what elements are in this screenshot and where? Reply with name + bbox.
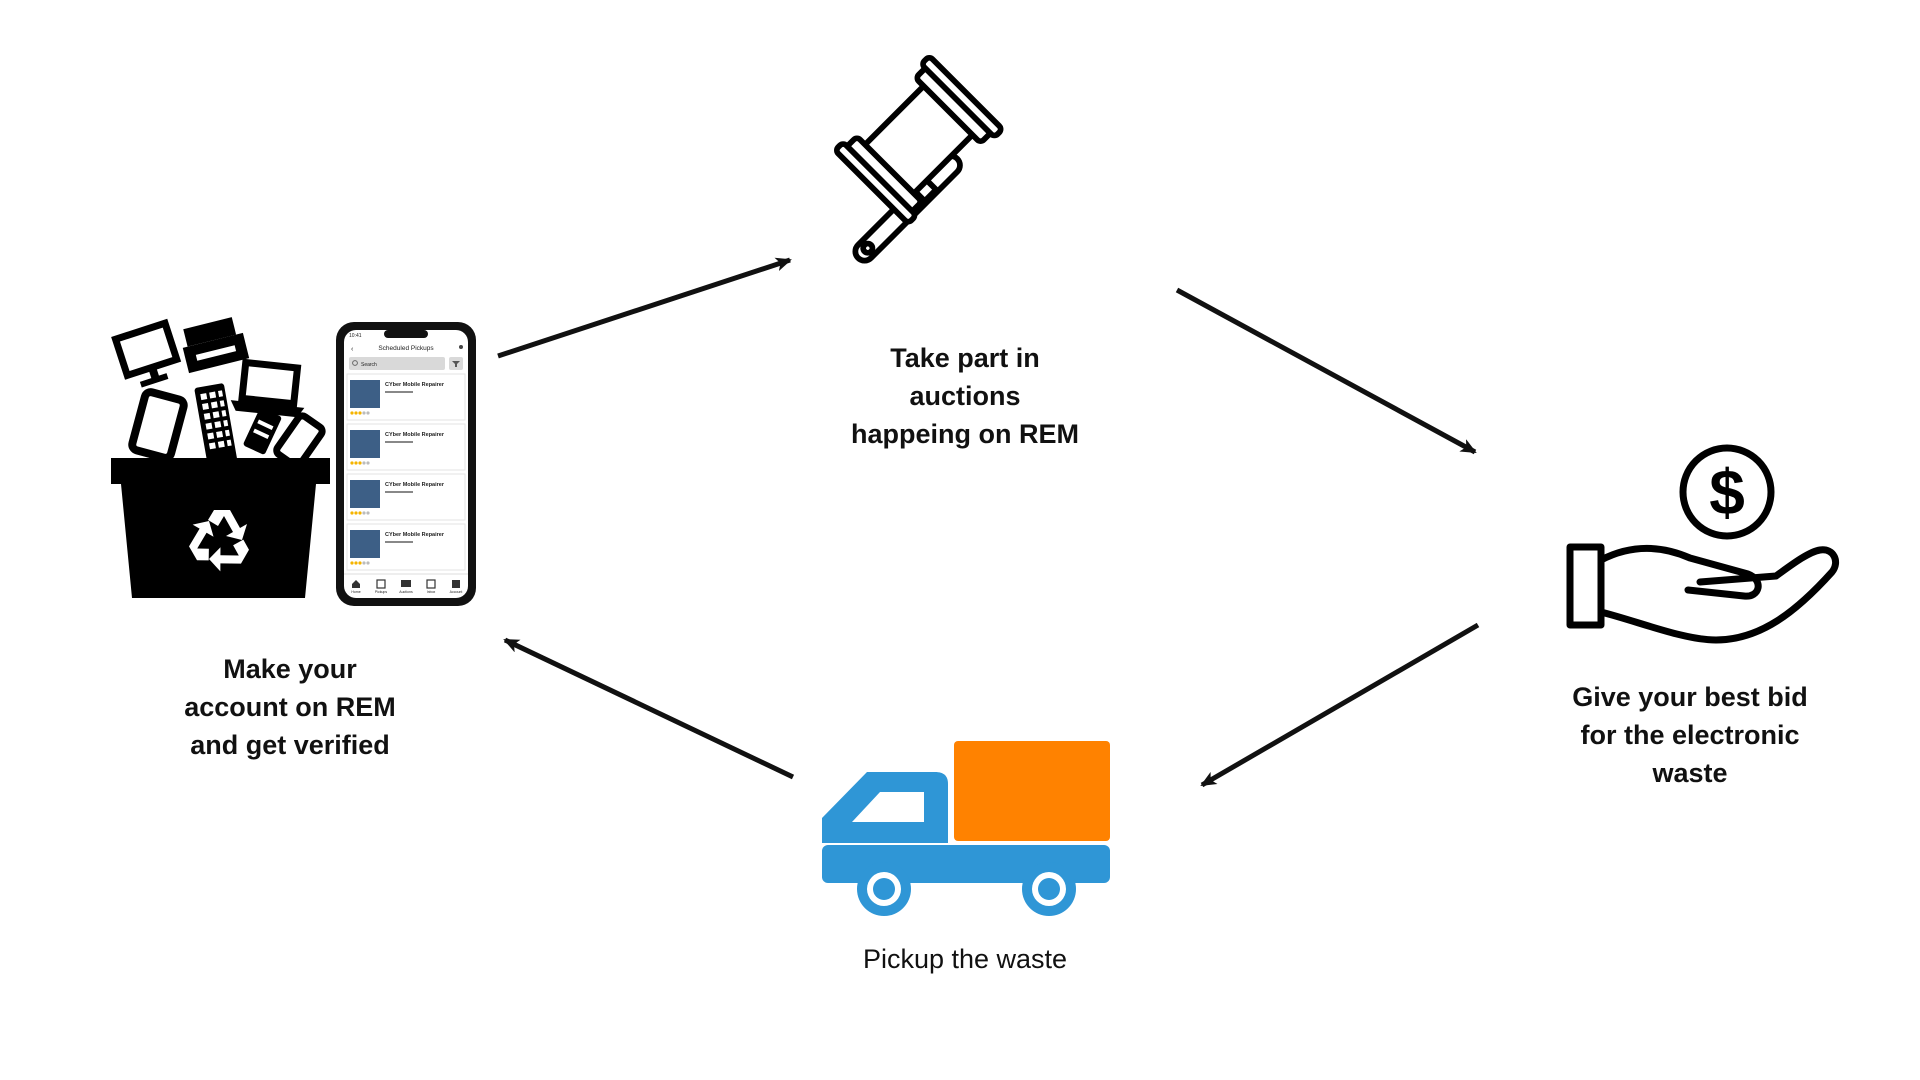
nav-label: Home — [351, 590, 360, 594]
dollar-sign-icon: $ — [1709, 456, 1745, 528]
auction-gavel-icon — [834, 55, 1004, 264]
nav-label: Account — [450, 590, 463, 594]
filter-icon — [452, 361, 460, 367]
inbox-icon — [426, 579, 436, 589]
back-arrow-icon[interactable]: ‹ — [351, 346, 354, 353]
status-time: 10:41 — [349, 333, 362, 339]
shop-thumbnail — [350, 430, 380, 458]
step-bid-label: Give your best bid for the electronic wa… — [1572, 682, 1808, 788]
rating-stars-icon — [350, 511, 370, 515]
list-item[interactable]: CYber Mobile Repairer — [346, 423, 466, 471]
arrow-bid-to-pickup — [1200, 622, 1480, 788]
list-item[interactable]: CYber Mobile Repairer — [346, 523, 466, 571]
address-line — [385, 541, 413, 543]
smartphone-app-icon: 10:41 ‹ Scheduled Pickups Search CYber M… — [336, 322, 476, 606]
step-pickup-label: Pickup the waste — [862, 944, 1068, 974]
arrow-auction-to-bid — [1175, 287, 1477, 455]
nav-label: Auctions — [399, 590, 413, 594]
rating-stars-icon — [350, 561, 370, 565]
recycle-symbol-icon — [186, 506, 254, 574]
rating-stars-icon — [350, 411, 370, 415]
step-register-label: Make your account on REM and get verifie… — [184, 654, 396, 760]
list-item[interactable]: CYber Mobile Repairer — [346, 373, 466, 421]
cycle-arrows — [497, 257, 1480, 788]
nav-label: Inbox — [427, 590, 436, 594]
rating-stars-icon — [350, 461, 370, 465]
home-icon — [352, 580, 360, 588]
ewaste-devices — [111, 317, 326, 470]
truck-cargo-box — [954, 741, 1110, 841]
ewaste-recycle-bin-icon — [111, 317, 330, 598]
auctions-icon — [401, 580, 411, 587]
phone-notch — [384, 330, 428, 338]
step-auction-label: Take part in auctions happeing on REM — [851, 343, 1079, 449]
account-icon — [452, 580, 460, 588]
phone-bottom-nav: Home Pickups Auctions Inbox Account — [344, 573, 468, 594]
pickup-list: CYber Mobile Repairer CYber Mobile Repai… — [346, 373, 466, 571]
shop-thumbnail — [350, 380, 380, 408]
location-pin-icon[interactable] — [459, 345, 463, 349]
address-line — [385, 441, 413, 443]
phone-screen-title: Scheduled Pickups — [378, 345, 434, 352]
pickups-icon — [376, 579, 386, 589]
shop-thumbnail — [350, 530, 380, 558]
list-item-title: CYber Mobile Repairer — [385, 382, 445, 388]
list-item[interactable]: CYber Mobile Repairer — [346, 473, 466, 521]
nav-item-auctions[interactable]: Auctions — [399, 580, 413, 594]
arrow-pickup-to-register — [503, 637, 795, 780]
address-line — [385, 391, 413, 393]
phone-search-input[interactable] — [349, 357, 445, 370]
hand-holding-dollar-icon: $ — [1566, 444, 1839, 644]
arrow-register-to-auction — [497, 257, 792, 359]
list-item-title: CYber Mobile Repairer — [385, 432, 445, 438]
nav-item-pickups[interactable]: Pickups — [375, 579, 388, 594]
address-line — [385, 491, 413, 493]
nav-item-inbox[interactable]: Inbox — [426, 579, 436, 594]
nav-item-account[interactable]: Account — [450, 580, 463, 594]
list-item-title: CYber Mobile Repairer — [385, 482, 445, 488]
truck-window — [852, 792, 924, 822]
nav-item-home[interactable]: Home — [351, 580, 361, 594]
list-item-title: CYber Mobile Repairer — [385, 532, 445, 538]
nav-label: Pickups — [375, 590, 388, 594]
search-placeholder: Search — [361, 362, 377, 368]
delivery-truck-icon — [822, 741, 1110, 916]
search-icon — [352, 360, 358, 366]
shop-thumbnail — [350, 480, 380, 508]
